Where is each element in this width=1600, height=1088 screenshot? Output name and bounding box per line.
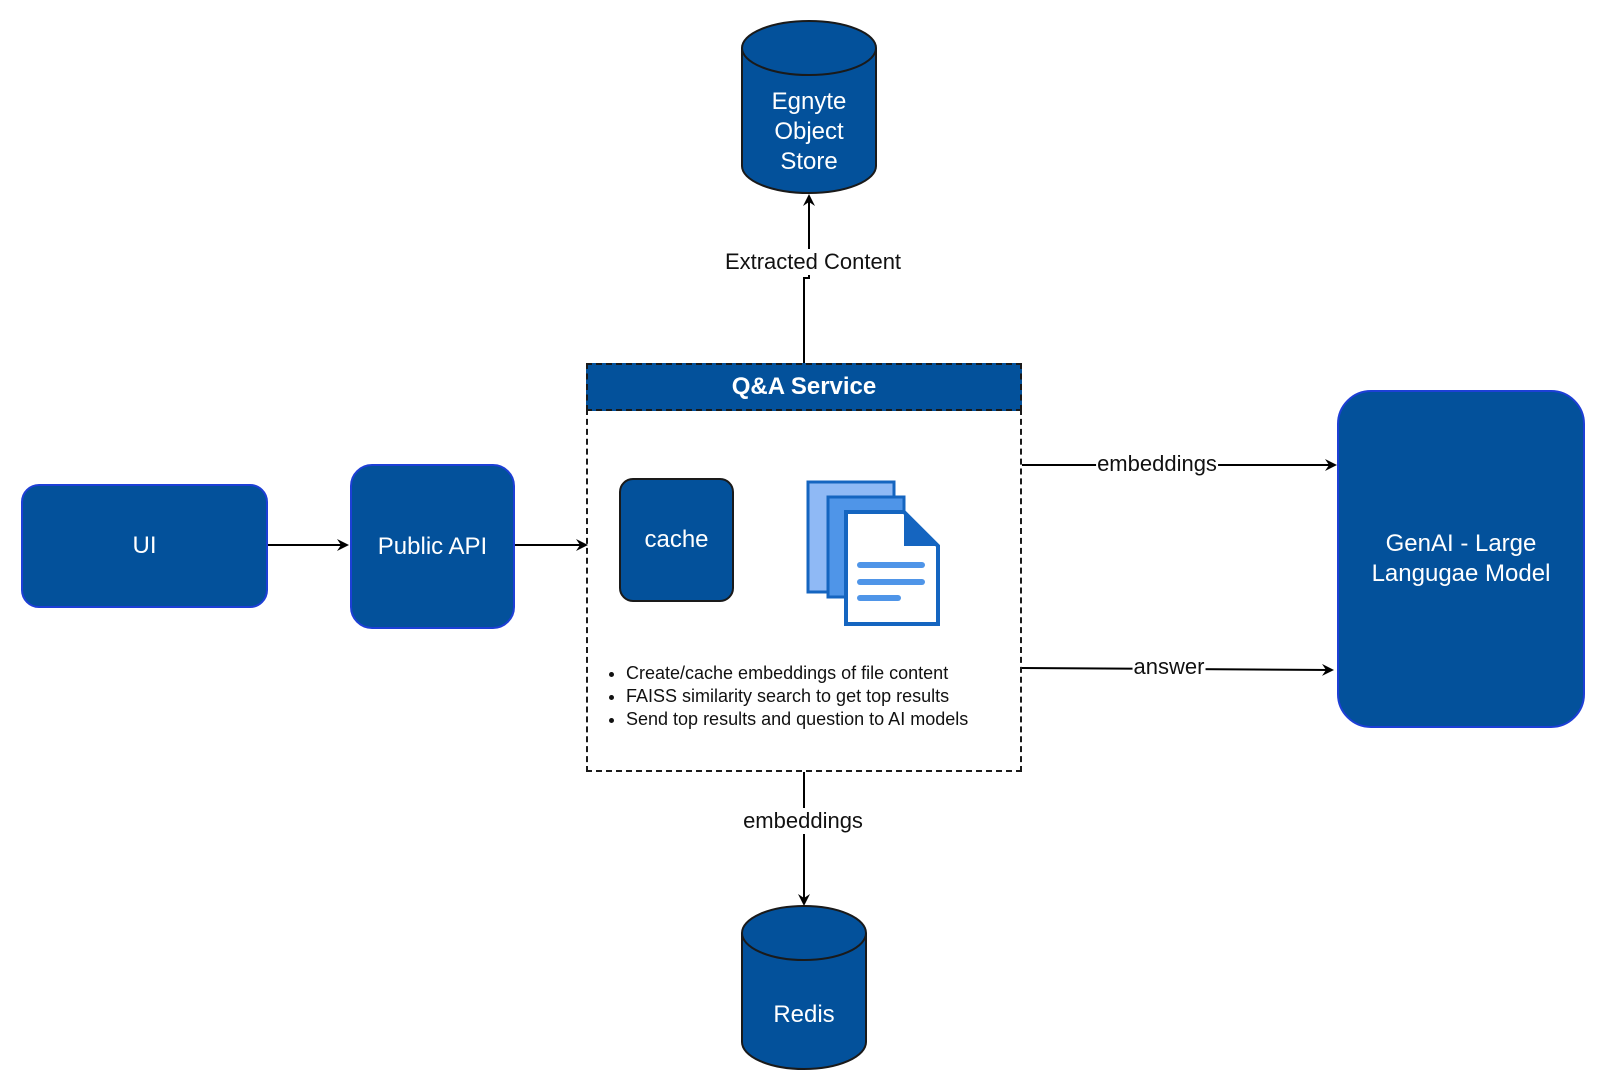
public-api-node: Public API: [350, 464, 515, 629]
qa-service-title: Q&A Service: [731, 373, 877, 400]
edge-label-extracted-content: Extracted Content: [723, 249, 903, 275]
genai-label-line: GenAI - Large: [1385, 530, 1537, 557]
ui-node-label: UI: [132, 532, 157, 559]
cache-node-label: cache: [644, 526, 709, 553]
qa-service-bullets: Create/cache embeddings of file content …: [596, 662, 1046, 731]
genai-node-label: GenAI - Large Langugae Model: [1372, 529, 1551, 589]
bullet-item: Send top results and question to AI mode…: [626, 708, 1046, 731]
qa-service-container: [586, 409, 1022, 772]
egnyte-label-line: Egnyte: [771, 88, 847, 115]
egnyte-store-cylinder: [741, 20, 877, 194]
qa-service-header: Q&A Service: [586, 363, 1022, 411]
public-api-node-label: Public API: [377, 532, 488, 560]
egnyte-label-line: Object: [774, 118, 844, 145]
egnyte-label-line: Store: [780, 148, 838, 175]
edge-label-answer: answer: [1132, 654, 1206, 680]
genai-label-line: Langugae Model: [1371, 560, 1551, 587]
redis-cylinder: [741, 905, 867, 1070]
edge-qa-to-store: [803, 194, 815, 363]
documents-icon: [806, 480, 940, 626]
bullet-item: FAISS similarity search to get top resul…: [626, 685, 1046, 708]
ui-node: UI: [21, 484, 268, 608]
genai-node: GenAI - Large Langugae Model: [1337, 390, 1585, 728]
edge-label-embeddings-redis: embeddings: [742, 808, 864, 834]
cache-node: cache: [619, 478, 734, 602]
egnyte-store-label: Egnyte Object Store: [742, 82, 876, 182]
bullet-item: Create/cache embeddings of file content: [626, 662, 1046, 685]
redis-label: Redis: [742, 990, 866, 1040]
redis-label-text: Redis: [773, 1001, 835, 1028]
edge-label-embeddings-genai: embeddings: [1096, 451, 1218, 477]
